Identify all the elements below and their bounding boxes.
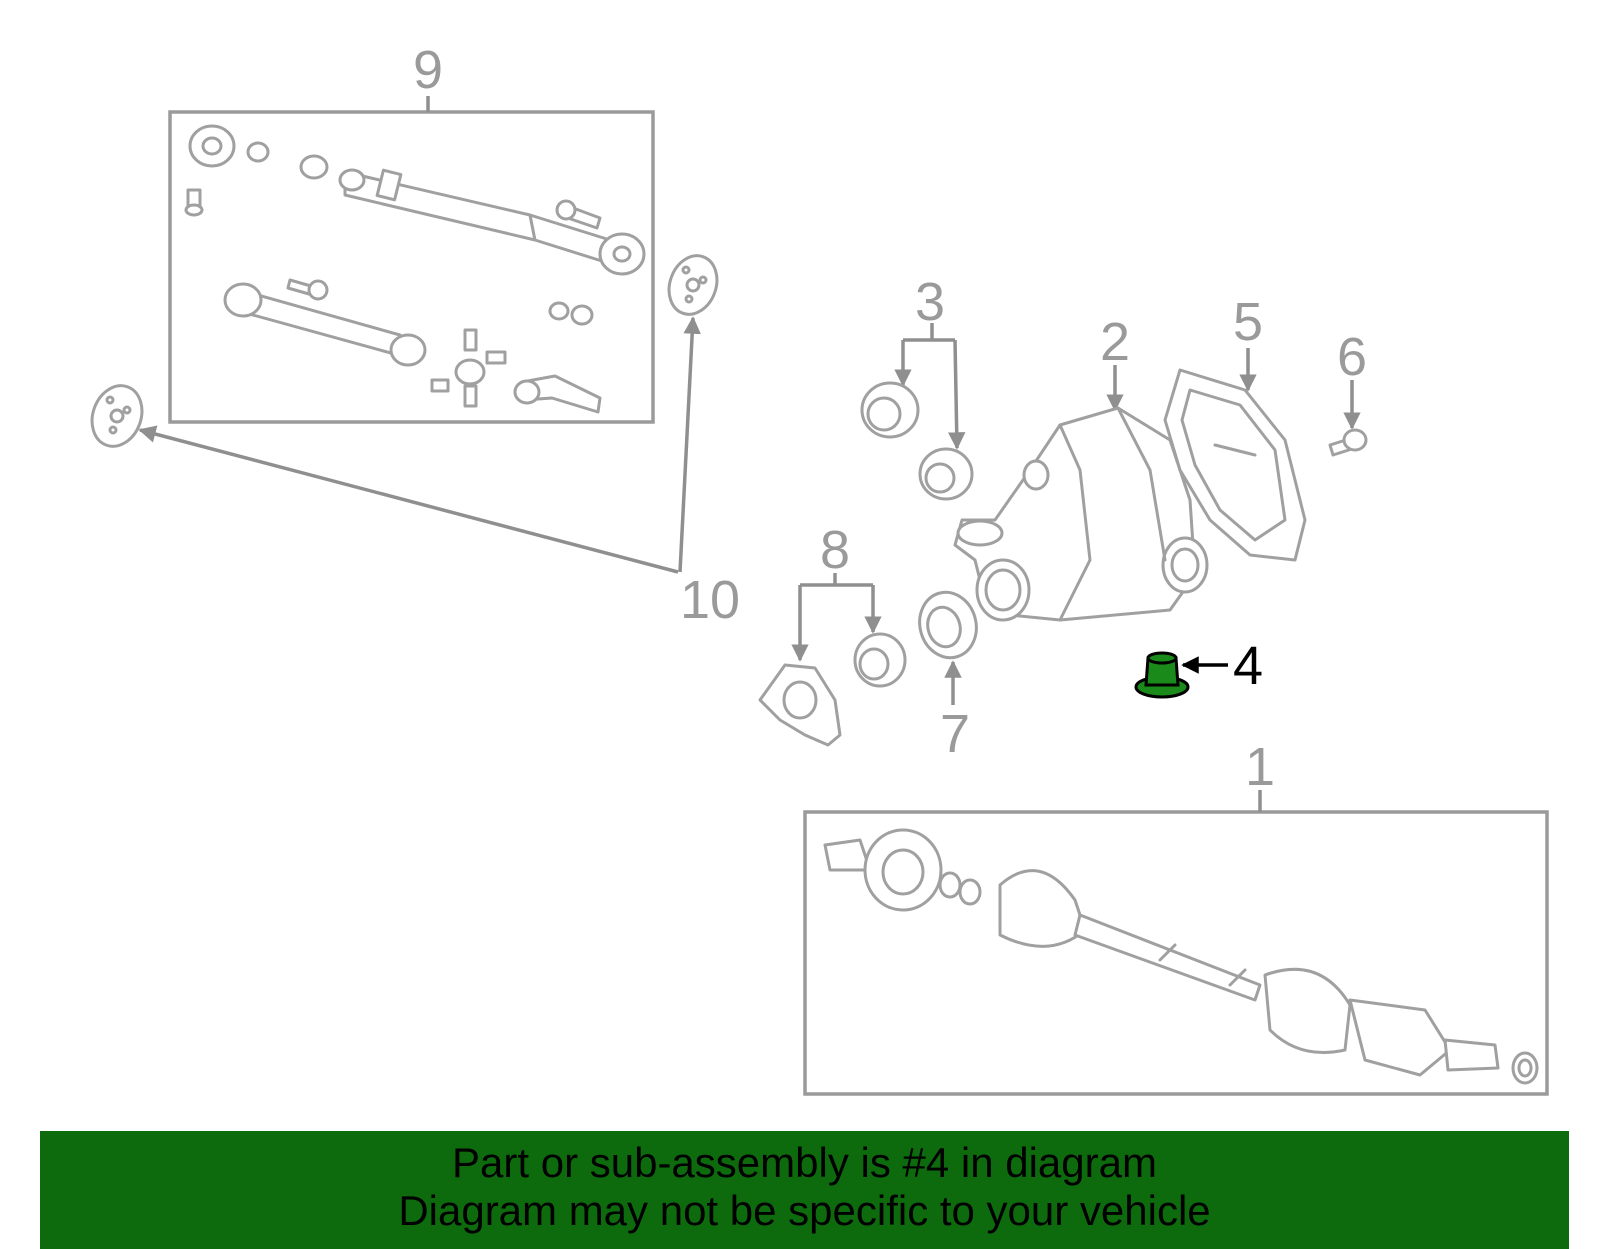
callout-3-leaders bbox=[894, 323, 966, 450]
banner-line-2: Diagram may not be specific to your vehi… bbox=[398, 1187, 1211, 1234]
info-banner: Part or sub-assembly is #4 in diagram Di… bbox=[40, 1131, 1569, 1249]
callout-2: 2 bbox=[1100, 312, 1130, 372]
companion-flange bbox=[758, 663, 842, 747]
pinion-bearing bbox=[853, 632, 907, 688]
callout-5: 5 bbox=[1233, 292, 1263, 352]
propeller-shaft-hardware bbox=[184, 124, 602, 414]
callout-3: 3 bbox=[915, 272, 945, 332]
propeller-shaft-lower bbox=[223, 282, 427, 367]
callout-8: 8 bbox=[820, 520, 850, 580]
propeller-shaft-upper bbox=[338, 168, 646, 276]
banner-line-1: Part or sub-assembly is #4 in diagram bbox=[452, 1139, 1157, 1186]
differential-carrier bbox=[953, 406, 1209, 622]
callout-1: 1 bbox=[1245, 737, 1275, 797]
flex-disc-left bbox=[90, 384, 144, 448]
bearing-lower bbox=[918, 447, 974, 501]
drive-shaft-assembly-box bbox=[803, 790, 1549, 1096]
flex-disc-right bbox=[667, 254, 719, 316]
callout-9: 9 bbox=[413, 40, 443, 100]
drive-shaft bbox=[823, 828, 1539, 1085]
differential-cover bbox=[1163, 368, 1307, 562]
cover-bolt bbox=[1328, 428, 1368, 457]
oil-seal bbox=[918, 590, 978, 660]
highlighted-part-4[interactable] bbox=[1134, 651, 1190, 699]
callout-6: 6 bbox=[1337, 327, 1367, 387]
bearing-upper bbox=[860, 381, 920, 439]
callout-7: 7 bbox=[940, 704, 970, 764]
callout-8-leaders bbox=[791, 573, 882, 662]
callout-4: 4 bbox=[1233, 636, 1263, 696]
propeller-shaft-assembly-box bbox=[168, 96, 655, 424]
callout-10: 10 bbox=[680, 570, 740, 630]
callout-10-leaders bbox=[138, 316, 701, 574]
